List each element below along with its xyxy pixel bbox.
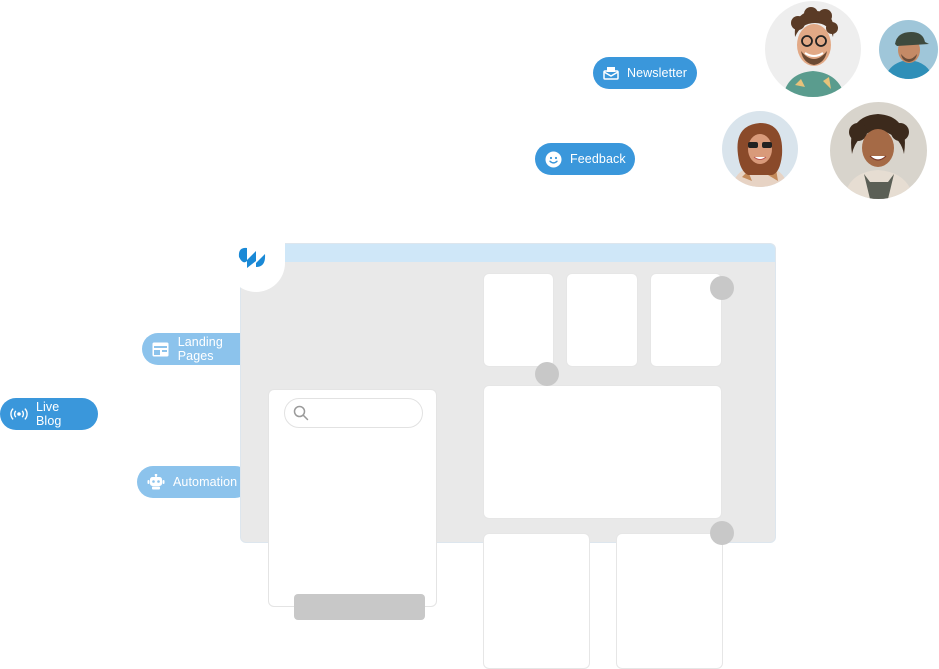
automation-label: Automation [173, 475, 238, 489]
smiley-icon [545, 150, 562, 168]
avatar-sunglasses-woman [722, 111, 798, 187]
content-card-wide[interactable] [483, 385, 722, 519]
robot-icon [147, 473, 165, 491]
landing-pages-label: Landing Pages [177, 335, 223, 363]
layout-icon [152, 340, 170, 358]
broadcast-icon [10, 405, 28, 423]
feedback-pill[interactable]: Feedback [535, 143, 635, 175]
envelope-icon [603, 64, 619, 82]
newsletter-label: Newsletter [627, 66, 688, 80]
avatar-curly-hair-man [765, 1, 861, 97]
avatar-cap-man [879, 20, 938, 79]
placeholder-dot [535, 362, 559, 386]
search-icon [293, 405, 309, 421]
feedback-label: Feedback [570, 152, 626, 166]
browser-top-bar [241, 244, 775, 262]
content-card[interactable] [566, 273, 638, 367]
panel-action-button[interactable] [294, 594, 425, 620]
placeholder-dot [710, 276, 734, 300]
content-card[interactable] [483, 533, 590, 669]
automation-pill[interactable]: Automation [137, 466, 251, 498]
live-blog-pill[interactable]: Live Blog [0, 398, 98, 430]
newsletter-pill[interactable]: Newsletter [593, 57, 697, 89]
avatar-smiling-woman [830, 102, 927, 199]
search-input[interactable] [284, 398, 423, 428]
content-card[interactable] [483, 273, 554, 367]
live-blog-label: Live Blog [36, 400, 62, 428]
brand-logo-icon [238, 247, 266, 268]
content-card[interactable] [616, 533, 723, 669]
placeholder-dot [710, 521, 734, 545]
